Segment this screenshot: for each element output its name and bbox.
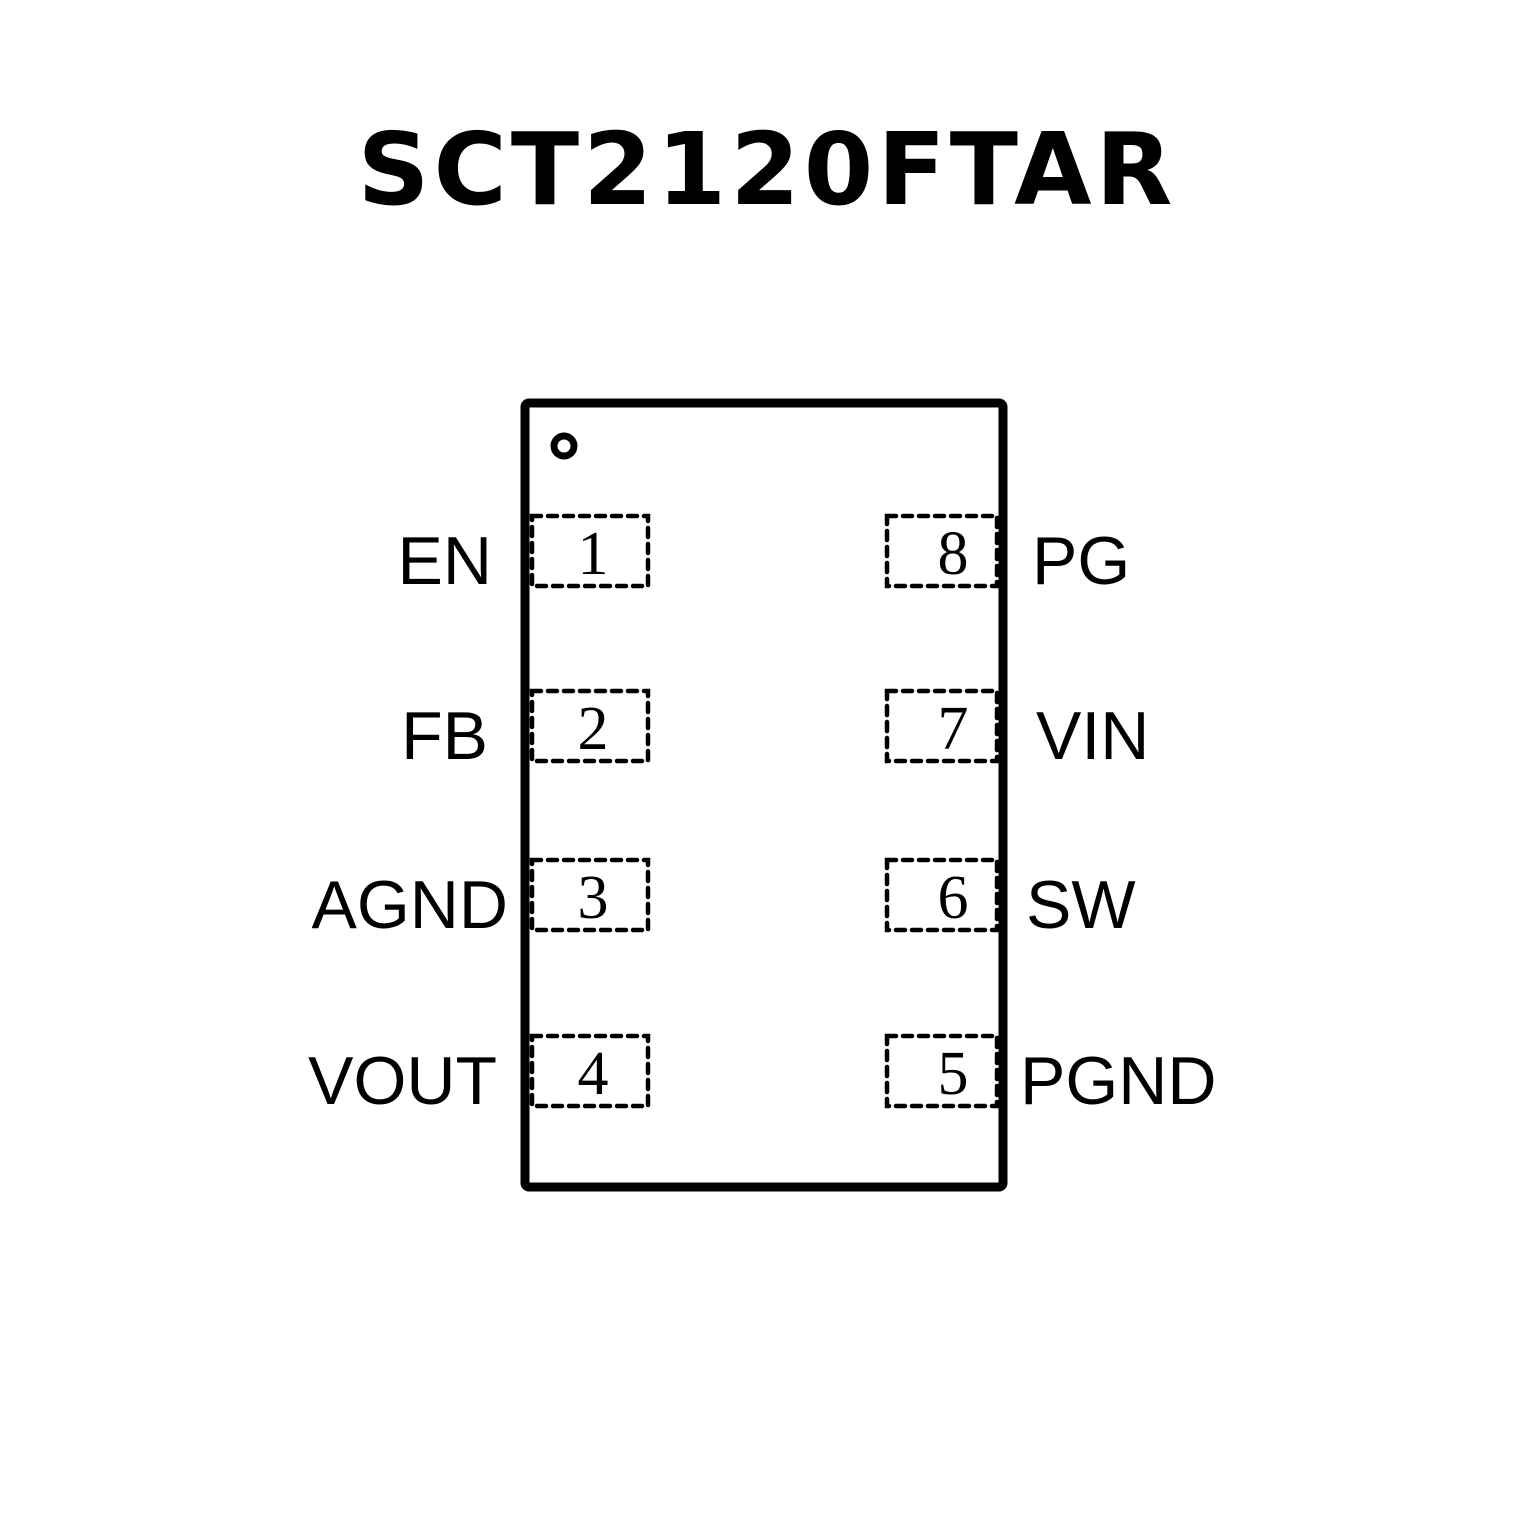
- pin-pad-left: [529, 1033, 651, 1109]
- pin-pad-right: [884, 857, 1000, 933]
- pin1-marker-icon: [550, 432, 578, 460]
- pin-label: AGND: [312, 867, 508, 943]
- pin-label: SW: [1026, 867, 1136, 943]
- pin-pad-left: [529, 513, 651, 589]
- pin-pad-right: [884, 513, 1000, 589]
- pin-label: VOUT: [308, 1043, 497, 1119]
- pin-label: EN: [398, 523, 492, 599]
- pin-label: PG: [1032, 523, 1130, 599]
- pin-pad-right: [884, 1033, 1000, 1109]
- pin-number: 8: [938, 520, 969, 588]
- pin-number: 7: [938, 695, 969, 763]
- package-outline: [520, 398, 1008, 1192]
- pin-label: VIN: [1036, 698, 1149, 774]
- pin-number: 4: [578, 1040, 609, 1108]
- pin-number: 3: [578, 864, 609, 932]
- pin-label: PGND: [1020, 1043, 1216, 1119]
- pin-number: 2: [578, 695, 609, 763]
- pin-pad-left: [529, 688, 651, 764]
- pin-number: 1: [578, 520, 609, 588]
- pin-number: 5: [938, 1040, 969, 1108]
- pin-label: FB: [401, 698, 488, 774]
- pin-pad-left: [529, 857, 651, 933]
- pin-number: 6: [938, 864, 969, 932]
- pin-pad-right: [884, 688, 1000, 764]
- chip-title: SCT2120FTAR: [357, 111, 1176, 228]
